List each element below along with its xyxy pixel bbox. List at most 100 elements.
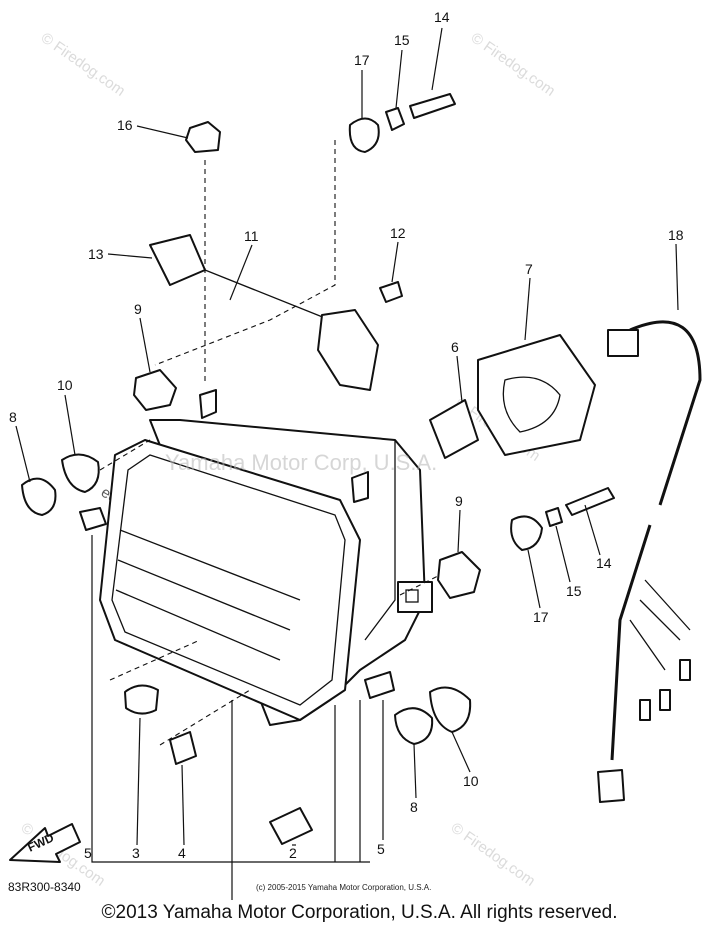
callout-5-left: 5 [84,845,92,861]
leader-3 [136,717,141,846]
leader-17-right [527,549,541,609]
part-17-washer-top [348,117,380,153]
guide-3 [399,574,441,596]
callout-2: 2 [289,845,297,861]
terminal-2 [659,689,671,711]
part-9-grommet-right [437,551,481,599]
leader-10-left [64,394,76,456]
callout-9-right: 9 [455,493,463,509]
leader-16 [136,125,189,139]
callout-16: 16 [117,117,133,133]
callout-18: 18 [668,227,684,243]
part-11-rod [204,269,331,321]
guide-4 [99,439,151,471]
callout-12: 12 [390,225,406,241]
part-8-damper-right [394,707,434,745]
callout-10-right: 10 [463,773,479,789]
part-6-bulb [429,399,479,459]
housing-stud-right [351,471,369,503]
guide-5 [109,639,201,681]
part-14-bolt-top [409,93,456,119]
callout-17-right: 17 [533,609,549,625]
part-17-washer-right [510,515,543,551]
callout-3: 3 [132,845,140,861]
leader-9-left [139,317,151,373]
terminal-1 [679,659,691,681]
harness-leads [629,579,691,671]
watermark-site-2: © Firedog.com [468,29,559,99]
callout-9-left: 9 [134,301,142,317]
part-2-spring [269,807,313,845]
callout-10-left: 10 [57,377,73,393]
callout-7: 7 [525,261,533,277]
housing-stud-top [199,389,217,419]
harness-lower [610,524,652,761]
callout-13: 13 [88,246,104,262]
part-14-bolt-right [565,487,615,516]
footer-copyright: ©2013 Yamaha Motor Corporation, U.S.A. A… [101,902,618,923]
part-7-cover [477,334,596,456]
leader-14-right [584,504,601,556]
leader-10-right [451,731,471,773]
watermark-main: Yamaha Motor Corp, U.S.A. [165,450,437,475]
part-15-washer-right [545,507,563,527]
leader-8-left [15,425,31,483]
leader-15-top [395,49,403,109]
leader-7 [524,277,531,341]
part-9-grommet-left [133,369,177,411]
leader-8-right [413,743,417,799]
fwd-arrow-icon [9,823,81,863]
callout-15-top: 15 [394,32,410,48]
bracket-lines [91,840,370,863]
headlight-rim [99,439,361,721]
callout-11: 11 [244,228,259,244]
lens-pattern-3 [115,589,281,661]
part-5-clip-right [364,671,395,699]
callout-8-left: 8 [9,409,17,425]
small-copyright: (c) 2005-2015 Yamaha Motor Corporation, … [256,883,432,892]
leader-9-right [457,509,461,553]
leader-12 [391,241,399,283]
leader-18 [675,243,679,311]
part-4-bulb [169,731,197,765]
part-18-harness [629,320,702,506]
callout-4: 4 [178,845,186,861]
part-10-damper-left [61,453,100,493]
mount-tab-slot [405,589,419,603]
part-11-bracket [317,309,379,391]
harness-socket [597,769,625,803]
part-code: 83R300-8340 [8,880,81,894]
mount-tab-right [397,581,433,613]
callout-14-right: 14 [596,555,612,571]
part-7-cover-inner [502,376,561,433]
leader-14-top [431,27,443,91]
leader-13 [107,253,153,259]
part-5-clip-left [79,507,107,531]
housing-edge [364,440,396,641]
watermark-site-5: © Firedog.com [448,819,539,889]
lens-pattern-2 [117,559,291,631]
leader-15-right [555,525,571,583]
headlight-lens [111,454,346,706]
callout-14-top: 14 [434,9,450,25]
part-3-bulb [124,684,159,715]
part-18-connector [607,329,639,357]
lens-pattern-1 [119,529,301,601]
callout-8-right: 8 [410,799,418,815]
callout-5-right: 5 [377,841,385,857]
part-16-nut [185,121,221,153]
part-13-knob [149,234,206,286]
leader-11 [229,244,253,301]
guide-6 [159,689,251,746]
part-8-damper-left [21,477,57,516]
part-15-washer-top [385,107,405,131]
part-10-damper-right [429,686,472,733]
watermark-site-1: © Firedog.com [38,29,129,99]
terminal-3 [639,699,651,721]
callout-17-top: 17 [354,52,370,68]
callout-15-right: 15 [566,583,582,599]
guide-2 [154,140,336,366]
leader-6 [456,355,463,403]
